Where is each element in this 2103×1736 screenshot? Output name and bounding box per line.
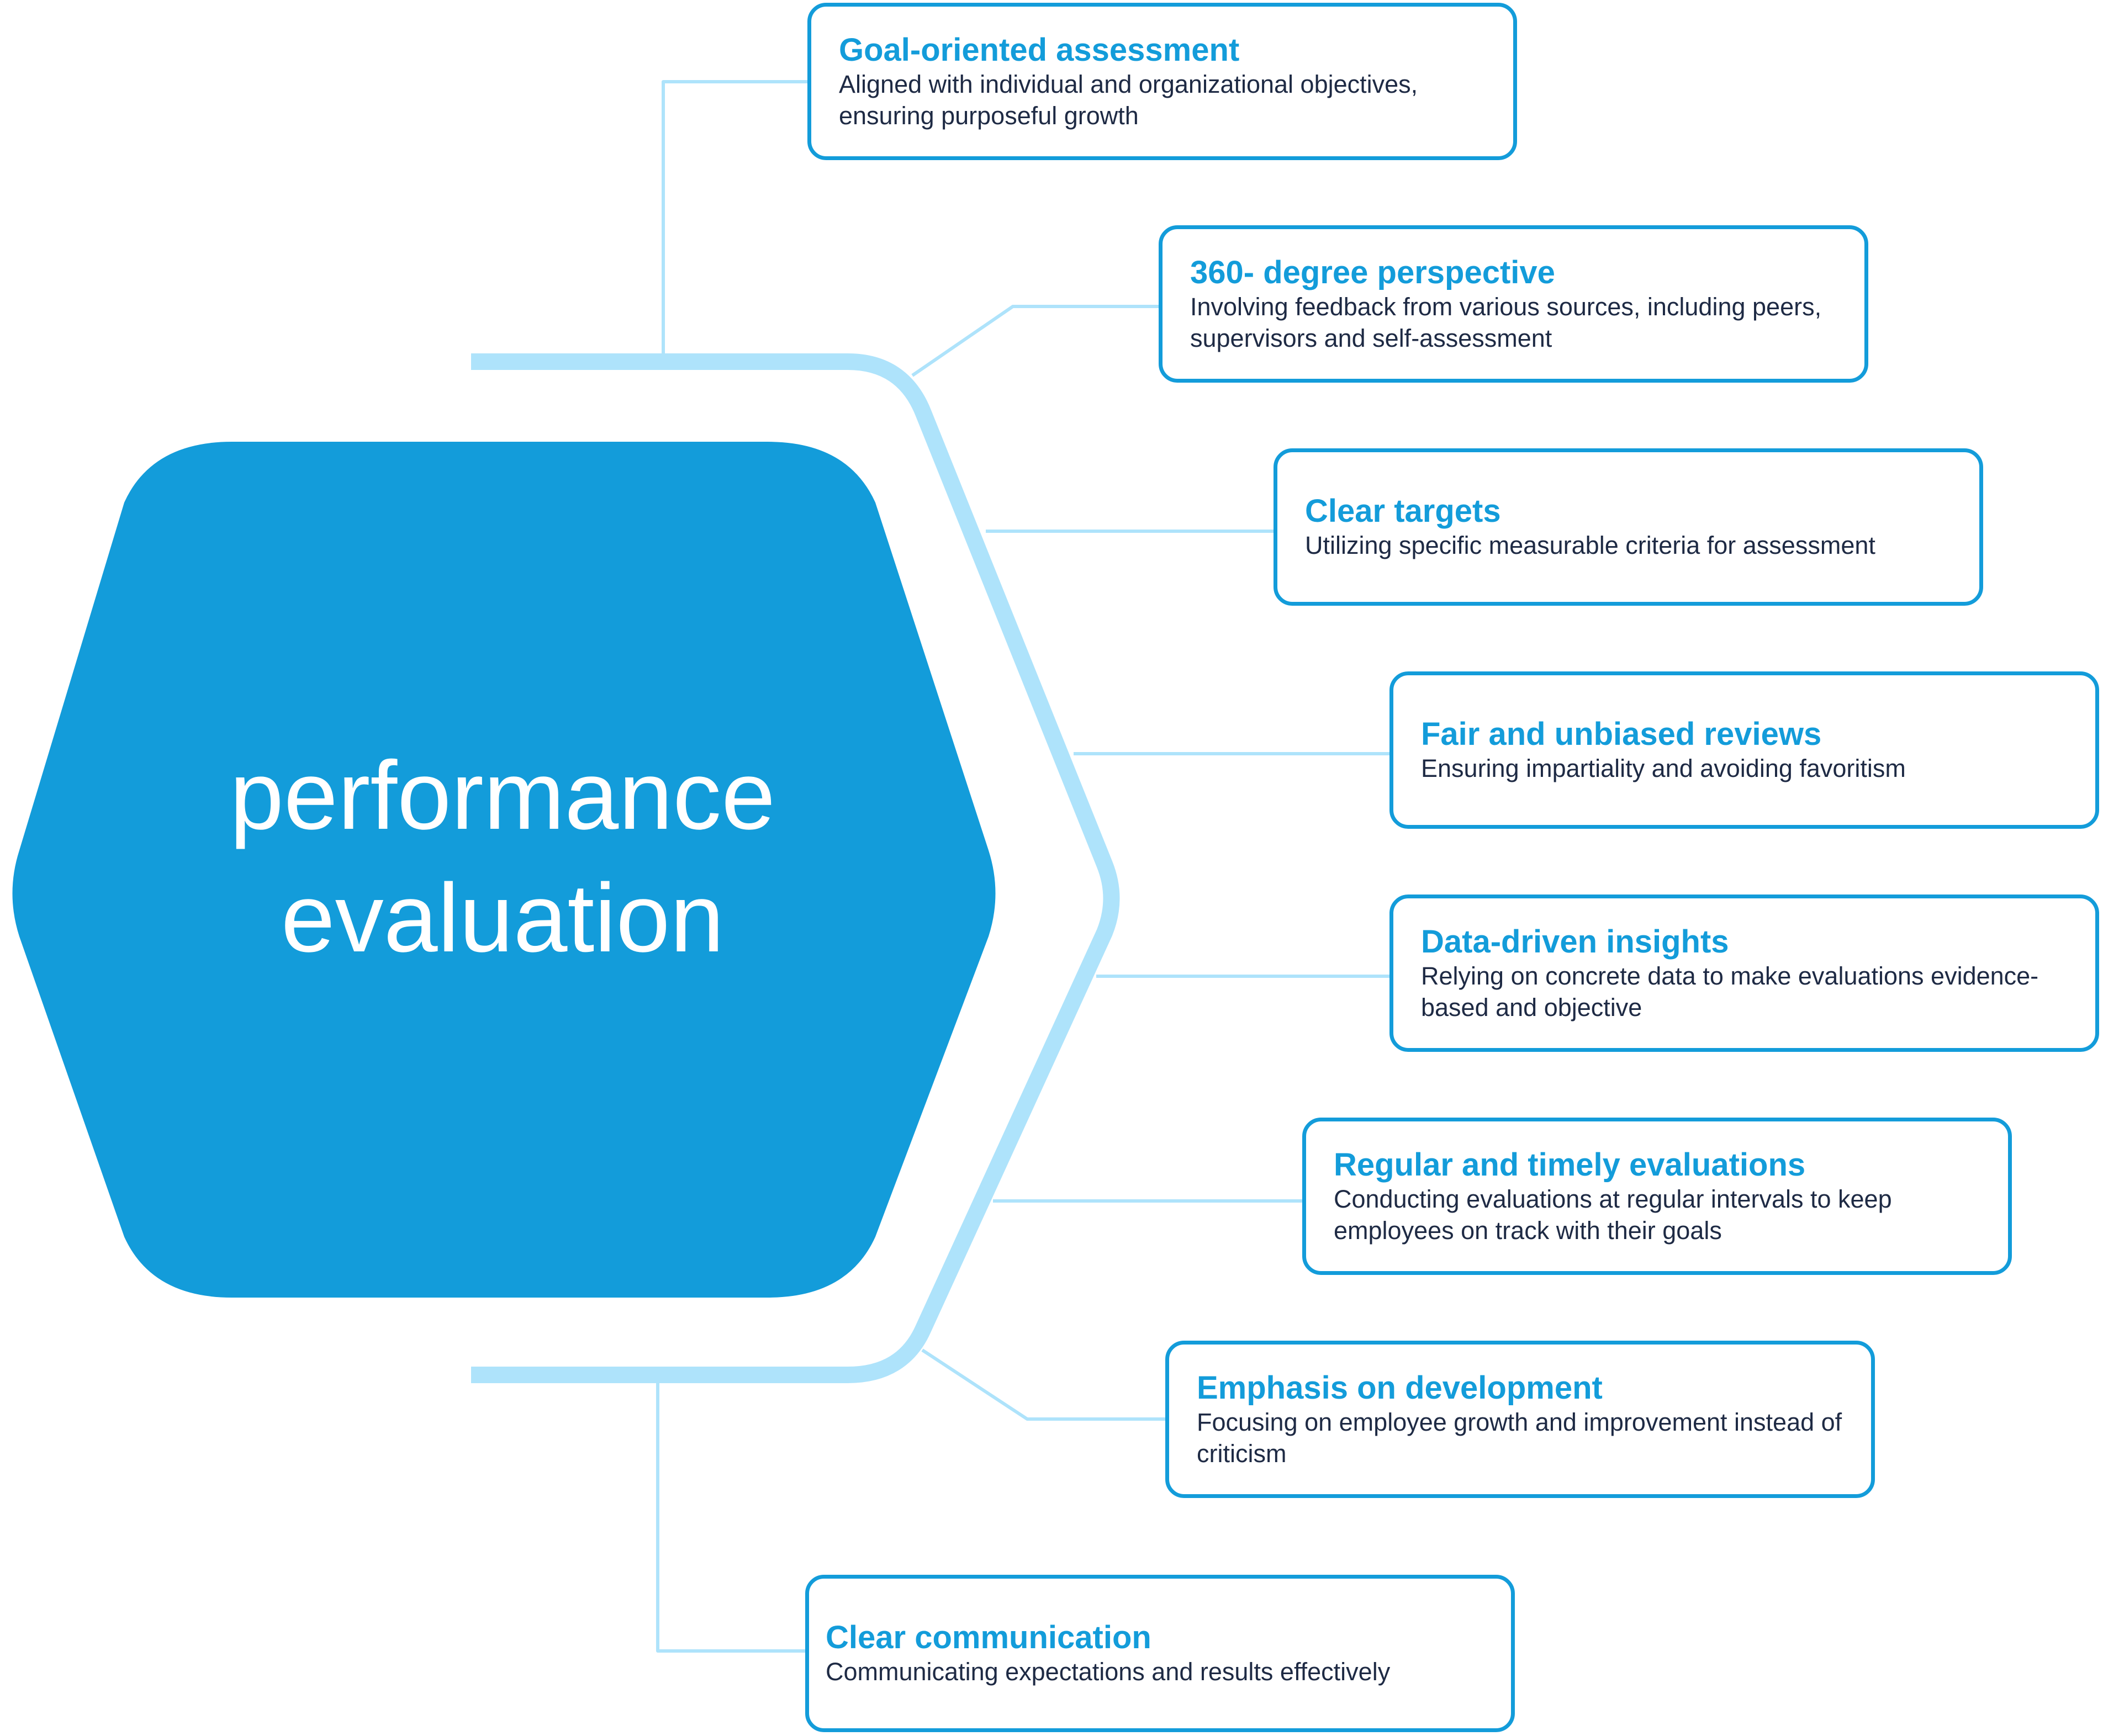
card-clear-communication: Clear communication Communicating expect… (805, 1575, 1515, 1732)
card-regular-timely-evaluations: Regular and timely evaluations Conductin… (1302, 1118, 2012, 1275)
card-title: Data-driven insights (1421, 923, 1729, 960)
card-description: Relying on concrete data to make evaluat… (1421, 961, 2039, 1022)
connector-lines (656, 80, 1391, 1653)
card-clear-targets: Clear targets Utilizing specific measura… (1274, 448, 1983, 606)
card-description: Aligned with individual and organization… (839, 70, 1418, 130)
card-title: Emphasis on development (1197, 1369, 1603, 1406)
card-360-degree-perspective: 360- degree perspective Involving feedba… (1159, 225, 1868, 383)
bracket-arc (471, 353, 1120, 1383)
card-emphasis-on-development: Emphasis on development Focusing on empl… (1165, 1341, 1875, 1498)
connector-360-degree (911, 305, 1160, 377)
card-description: Communicating expectations and results e… (826, 1658, 1391, 1686)
connector-goal-oriented (662, 80, 809, 356)
card-description: Ensuring impartiality and avoiding favor… (1421, 754, 1906, 782)
card-data-driven-insights: Data-driven insights Relying on concrete… (1389, 895, 2099, 1052)
card-description: Focusing on employee growth and improvem… (1197, 1407, 1842, 1468)
card-fair-unbiased-reviews: Fair and unbiased reviews Ensuring impar… (1389, 671, 2099, 829)
connector-emphasis-development (921, 1348, 1166, 1421)
center-title-line1: performance (229, 742, 776, 850)
card-title: Goal-oriented assessment (839, 31, 1240, 68)
card-title: Regular and timely evaluations (1334, 1146, 1806, 1183)
center-title: performance evaluation (22, 734, 983, 980)
card-title: Clear communication (826, 1619, 1151, 1655)
card-title: 360- degree perspective (1190, 254, 1555, 290)
center-title-line2: evaluation (281, 864, 725, 972)
card-goal-oriented-assessment: Goal-oriented assessment Aligned with in… (807, 3, 1517, 160)
connector-clear-communication (656, 1378, 806, 1653)
card-title: Clear targets (1305, 493, 1501, 529)
card-description: Involving feedback from various sources,… (1190, 292, 1822, 352)
center-hexagon (12, 442, 996, 1298)
card-description: Conducting evaluations at regular interv… (1334, 1184, 1892, 1245)
card-description: Utilizing specific measurable criteria f… (1305, 531, 1875, 559)
card-title: Fair and unbiased reviews (1421, 716, 1822, 752)
